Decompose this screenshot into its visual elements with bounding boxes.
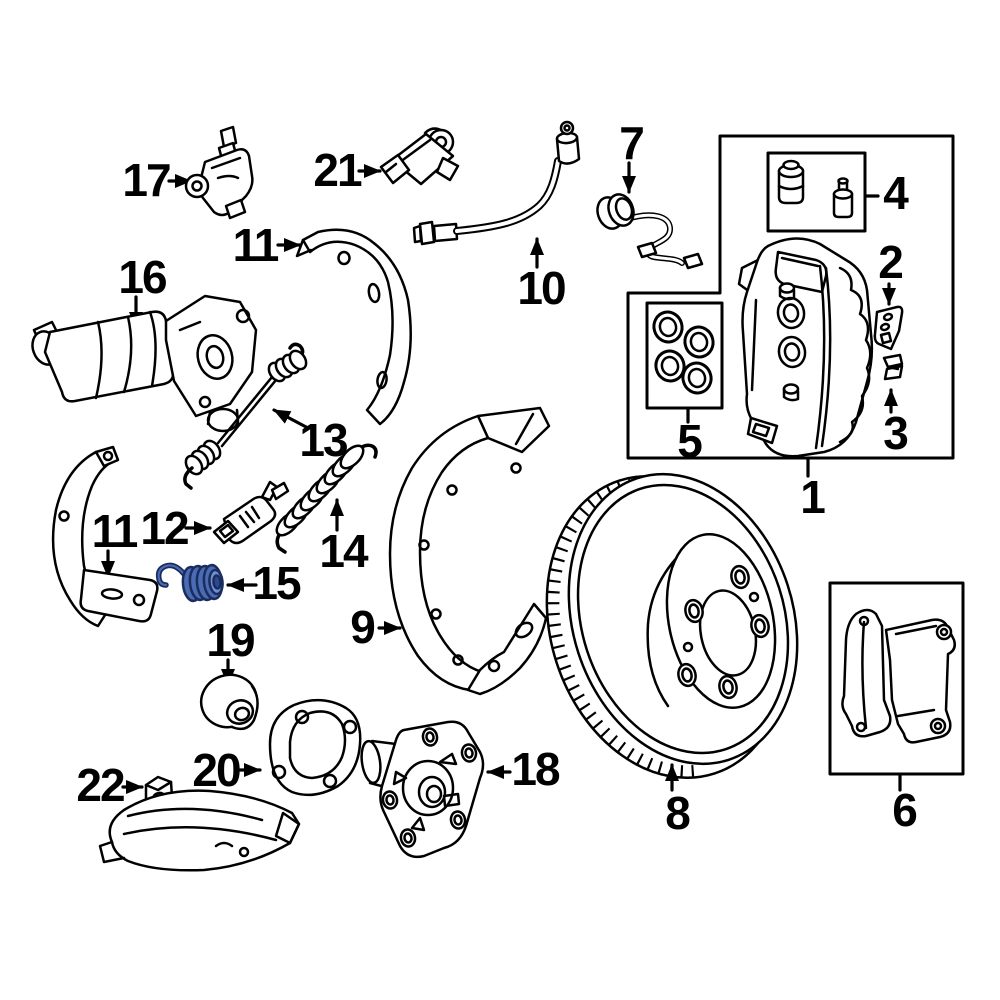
- callout-13: 13: [299, 414, 348, 466]
- brake-rotor-art: [545, 472, 799, 780]
- callout-19: 19: [206, 614, 255, 666]
- brake-hose-art: [412, 120, 581, 246]
- shoe-adjuster-art: [212, 480, 290, 545]
- shoe-return-spring-art: [275, 443, 378, 554]
- callout-5: 5: [677, 415, 703, 467]
- hub-gasket-art: [268, 699, 362, 797]
- mud-shield-art: [98, 789, 301, 872]
- brake-pad-set-art: [841, 608, 956, 744]
- wheel-bearing-art: [199, 673, 259, 731]
- callout-12: 12: [140, 502, 189, 554]
- callout-9: 9: [350, 601, 376, 653]
- callout-18: 18: [511, 743, 560, 795]
- caliper-kit-box: [626, 134, 955, 460]
- adjuster-spring-art: [183, 342, 308, 490]
- callout-6: 6: [892, 784, 918, 836]
- bleeder-screws-art: [777, 159, 854, 219]
- callout-1: 1: [800, 471, 826, 523]
- abs-wheel-speed-sensor-art: [379, 127, 460, 186]
- parking-brake-actuator-art: [31, 294, 258, 433]
- parking-brake-shoe-lower-art: [51, 445, 159, 628]
- brake-caliper-art: [737, 237, 874, 458]
- pad-kit-box: [828, 581, 965, 776]
- wear-sensor-harness-art: [596, 193, 704, 270]
- callout-2: 2: [878, 236, 904, 288]
- callout-15: 15: [252, 557, 301, 609]
- callout-3: 3: [883, 407, 909, 459]
- spring-clip-art: [882, 353, 904, 381]
- pad-wear-sensor-art: [184, 125, 254, 220]
- hold-down-spring-highlighted-art: [155, 562, 224, 603]
- callout-20: 20: [192, 744, 241, 796]
- callout-16: 16: [118, 251, 167, 303]
- parking-brake-shoe-upper-art: [295, 228, 412, 426]
- callout-11-upper: 11: [232, 219, 280, 271]
- piston-seal-kit-art: [652, 310, 715, 395]
- wheel-hub-art: [360, 720, 485, 859]
- callout-7: 7: [619, 117, 645, 169]
- callout-22: 22: [76, 759, 125, 811]
- callout-14: 14: [319, 525, 368, 577]
- bleeder-kit-box: [766, 151, 867, 233]
- callout-21: 21: [313, 144, 362, 196]
- seal-kit-box: [645, 301, 724, 410]
- arrow-13: [272, 408, 310, 430]
- callout-8: 8: [665, 787, 691, 839]
- callout-4: 4: [883, 167, 909, 219]
- callout-11-lower: 11: [91, 505, 139, 557]
- callout-10: 10: [517, 262, 566, 314]
- splash-shield-art: [388, 406, 551, 696]
- pad-retainer-clip-art: [873, 305, 904, 351]
- callout-17: 17: [122, 154, 171, 206]
